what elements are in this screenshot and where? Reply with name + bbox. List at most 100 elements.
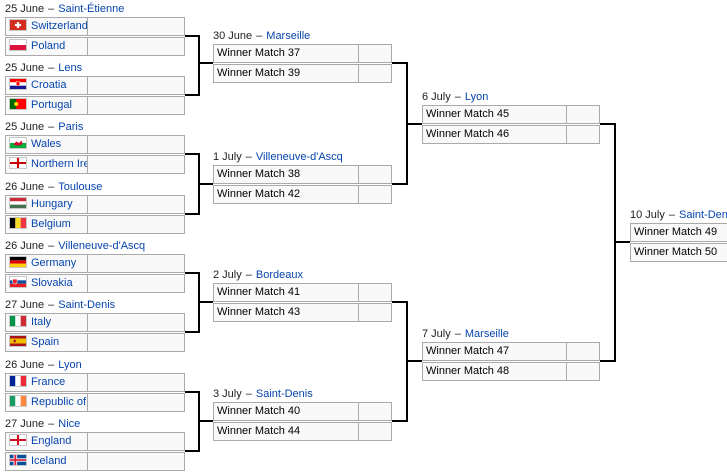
score-cell [88,38,184,55]
match-venue-link[interactable]: Marseille [464,328,509,340]
team-name-cell: Winner Match 46 [423,126,567,143]
score-cell [88,196,184,213]
match-venue-link[interactable]: Saint-Étienne [58,3,125,15]
match-venue-link[interactable]: Villeneuve-d'Ascq [255,151,343,163]
round-of-16-match-header: 26 June–Villeneuve-d'Ascq [5,239,145,253]
iceland-flag-icon [9,454,27,466]
team-link-croatia[interactable]: Croatia [31,79,67,91]
match-venue-link[interactable]: Saint-Denis [58,299,116,311]
match-venue-link[interactable]: Bordeaux [255,269,303,281]
team-name-cell: Winner Match 42 [214,186,359,203]
quarter-final-team-row: Winner Match 37 [213,44,392,63]
team-link-england[interactable]: England [31,435,72,447]
match-venue-link[interactable]: Nice [58,418,81,430]
team-link-belgium[interactable]: Belgium [31,218,71,230]
france-flag-icon [9,375,27,387]
team-link-northern-ireland[interactable]: Northern Ireland [31,158,87,170]
team-name-cell: Italy [6,314,88,331]
match-date: 7 July [422,328,451,340]
match-venue-link[interactable]: Lyon [464,91,489,103]
match-venue-link[interactable]: Saint-Denis [678,209,727,221]
england-flag-icon [9,434,27,446]
score-cell [359,423,391,440]
date-venue-separator: – [48,62,55,74]
team-name-cell: Winner Match 39 [214,65,359,82]
germany-flag-icon [9,256,27,268]
quarter-final-team-row: Winner Match 42 [213,185,392,204]
team-name-cell: Spain [6,334,88,351]
date-venue-separator: – [48,299,55,311]
match-venue-link[interactable]: Lens [58,62,83,74]
score-cell [359,403,391,420]
bracket-connector [185,391,200,452]
match-venue-link[interactable]: Villeneuve-d'Ascq [58,240,146,252]
placeholder-team-label: Winner Match 40 [217,405,301,417]
round-of-16-team-row: England [5,432,185,451]
score-cell [88,216,184,233]
round-of-16-team-row: Northern Ireland [5,155,185,174]
score-cell [567,126,599,143]
team-link-poland[interactable]: Poland [31,40,66,52]
round-of-16-team-row: Iceland [5,452,185,471]
score-cell [88,433,184,450]
placeholder-team-label: Winner Match 41 [217,286,301,298]
team-link-switzerland[interactable]: Switzerland [31,20,88,32]
team-link-italy[interactable]: Italy [31,316,52,328]
quarter-final-match-header: 3 July–Saint-Denis [213,387,313,401]
match-venue-link[interactable]: Toulouse [58,181,103,193]
round-of-16-team-row: Germany [5,254,185,273]
team-link-spain[interactable]: Spain [31,336,60,348]
round-of-16-match-header: 26 June–Toulouse [5,180,102,194]
date-venue-separator: – [454,328,461,340]
score-cell [359,166,391,183]
slovakia-flag-icon [9,276,27,288]
team-link-france[interactable]: France [31,376,66,388]
date-venue-separator: – [668,209,675,221]
match-date: 26 June [5,240,45,252]
bracket-connector [185,35,200,96]
team-name-cell: Winner Match 45 [423,106,567,123]
placeholder-team-label: Winner Match 49 [634,226,718,238]
team-link-wales[interactable]: Wales [31,138,62,150]
placeholder-team-label: Winner Match 47 [426,345,510,357]
placeholder-team-label: Winner Match 50 [634,246,718,258]
quarter-final-match-header: 1 July–Villeneuve-d'Ascq [213,150,343,164]
team-name-cell: Northern Ireland [6,156,88,173]
semi-final-team-row: Winner Match 47 [422,342,600,361]
date-venue-separator: – [48,418,55,430]
round-of-16-team-row: Portugal [5,96,185,115]
match-venue-link[interactable]: Paris [58,121,84,133]
team-link-iceland[interactable]: Iceland [31,455,67,467]
match-venue-link[interactable]: Marseille [266,30,311,42]
team-link-slovakia[interactable]: Slovakia [31,277,73,289]
bracket-connector [392,301,408,422]
date-venue-separator: – [48,240,55,252]
switzerland-flag-icon [9,19,27,31]
round-of-16-team-row: Poland [5,37,185,56]
placeholder-team-label: Winner Match 42 [217,188,301,200]
round-of-16-match-header: 26 June–Lyon [5,358,82,372]
round-of-16-team-row: France [5,373,185,392]
match-venue-link[interactable]: Saint-Denis [255,388,313,400]
match-date: 26 June [5,359,45,371]
round-of-16-team-row: Croatia [5,76,185,95]
final-team-row: Winner Match 49 [630,223,727,242]
match-date: 2 July [213,269,242,281]
team-name-cell: Iceland [6,453,88,470]
team-link-hungary[interactable]: Hungary [31,198,73,210]
final-team-row: Winner Match 50 [630,243,727,262]
placeholder-team-label: Winner Match 37 [217,47,301,59]
team-name-cell: Winner Match 38 [214,166,359,183]
match-date: 1 July [213,151,242,163]
team-link-republic-of-ireland[interactable]: Republic of Ireland [31,396,87,408]
match-venue-link[interactable]: Lyon [58,359,82,371]
round-of-16-match-header: 25 June–Lens [5,61,82,75]
team-link-portugal[interactable]: Portugal [31,99,72,111]
bracket-connector [392,62,408,185]
team-link-germany[interactable]: Germany [31,257,77,269]
round-of-16-team-row: Belgium [5,215,185,234]
score-cell [88,374,184,391]
wales-flag-icon [9,137,27,149]
team-name-cell: Republic of Ireland [6,394,88,411]
